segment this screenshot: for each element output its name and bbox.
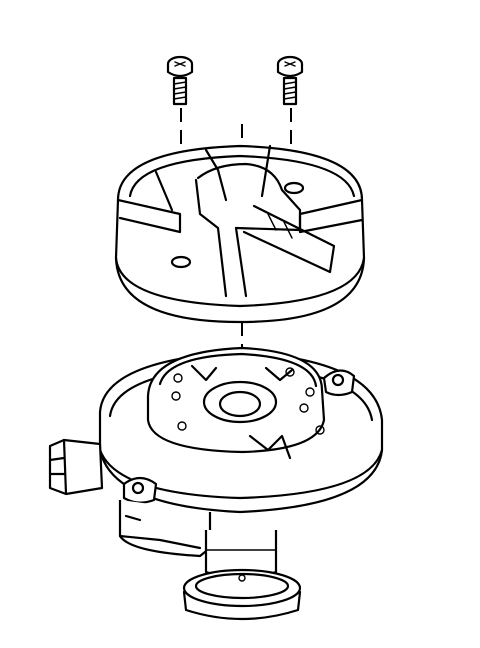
rotor-cap: [114, 144, 366, 324]
screw-right: [276, 55, 304, 106]
screw-left: [166, 55, 194, 106]
distributor-base: [48, 346, 384, 621]
